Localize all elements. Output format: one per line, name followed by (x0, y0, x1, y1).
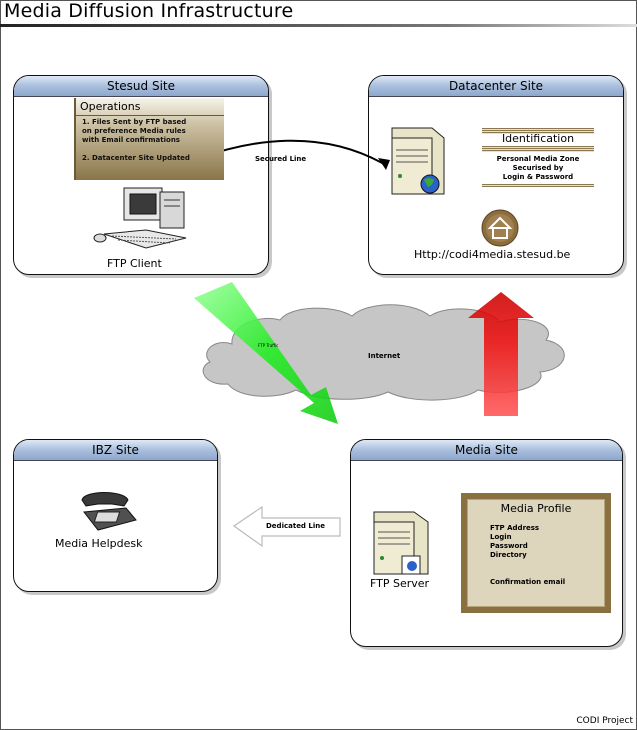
ibz-site-box: IBZ Site (13, 439, 218, 592)
media-profile-confirmation: Confirmation email (490, 578, 566, 586)
diagram-title: Media Diffusion Infrastructure (4, 0, 294, 22)
datacenter-update-arrow (468, 292, 534, 416)
telephone-icon (81, 492, 137, 531)
media-profile-card: Media Profile FTP Address Login Password… (467, 499, 605, 607)
media-profile-item: Password (490, 542, 528, 550)
ftp-server-icon (373, 511, 429, 575)
secured-line-label: Secured Line (255, 155, 307, 163)
operations-item2: 2. Datacenter Site Updated (82, 154, 190, 162)
operations-item1-line2: on preference Media rules (82, 127, 186, 135)
identification-title: Identification (501, 132, 575, 145)
identification-panel: Identification Personal Media Zone Secur… (482, 128, 594, 188)
identification-line3: Login & Password (502, 173, 574, 181)
operations-item1-line3: with Email confirmations (82, 136, 180, 144)
datacenter-url: Http://codi4media.stesud.be (414, 248, 571, 261)
identification-line2: Securised by (512, 164, 564, 172)
datacenter-site-title: Datacenter Site (369, 76, 623, 97)
internet-label: Internet (368, 352, 401, 360)
datacenter-server-icon (391, 127, 445, 195)
operations-panel: Operations 1. Files Sent by FTP based on… (74, 98, 224, 180)
media-helpdesk-label: Media Helpdesk (55, 537, 143, 550)
operations-divider (76, 115, 224, 116)
media-site-title: Media Site (351, 440, 622, 461)
media-profile-title: Media Profile (500, 502, 572, 515)
title-underline (0, 24, 637, 27)
identification-bottom-bars (482, 146, 594, 152)
identification-line1: Personal Media Zone (496, 155, 580, 163)
ftp-client-computer-icon (93, 187, 187, 249)
dedicated-line-arrow (232, 505, 341, 548)
ftp-traffic-label: FTP Traffic (258, 343, 279, 348)
media-profile-item: FTP Address (490, 524, 540, 532)
footer-project-name: CODI Project (576, 716, 633, 726)
ibz-site-title: IBZ Site (14, 440, 217, 461)
dedicated-line-label: Dedicated Line (266, 522, 325, 530)
media-profile-item: Directory (490, 551, 527, 559)
ftp-client-label: FTP Client (107, 257, 162, 270)
operations-item1-line1: 1. Files Sent by FTP based (82, 118, 187, 126)
stesud-site-title: Stesud Site (14, 76, 268, 97)
identification-top-bars (482, 128, 594, 134)
operations-title: Operations (80, 100, 141, 113)
home-icon (481, 209, 519, 247)
ftp-server-label: FTP Server (370, 577, 430, 590)
ftp-traffic-arrow (194, 282, 338, 424)
identification-footer-bars (482, 184, 594, 187)
media-profile-panel: Media Profile FTP Address Login Password… (461, 493, 611, 613)
media-profile-item: Login (490, 533, 512, 541)
